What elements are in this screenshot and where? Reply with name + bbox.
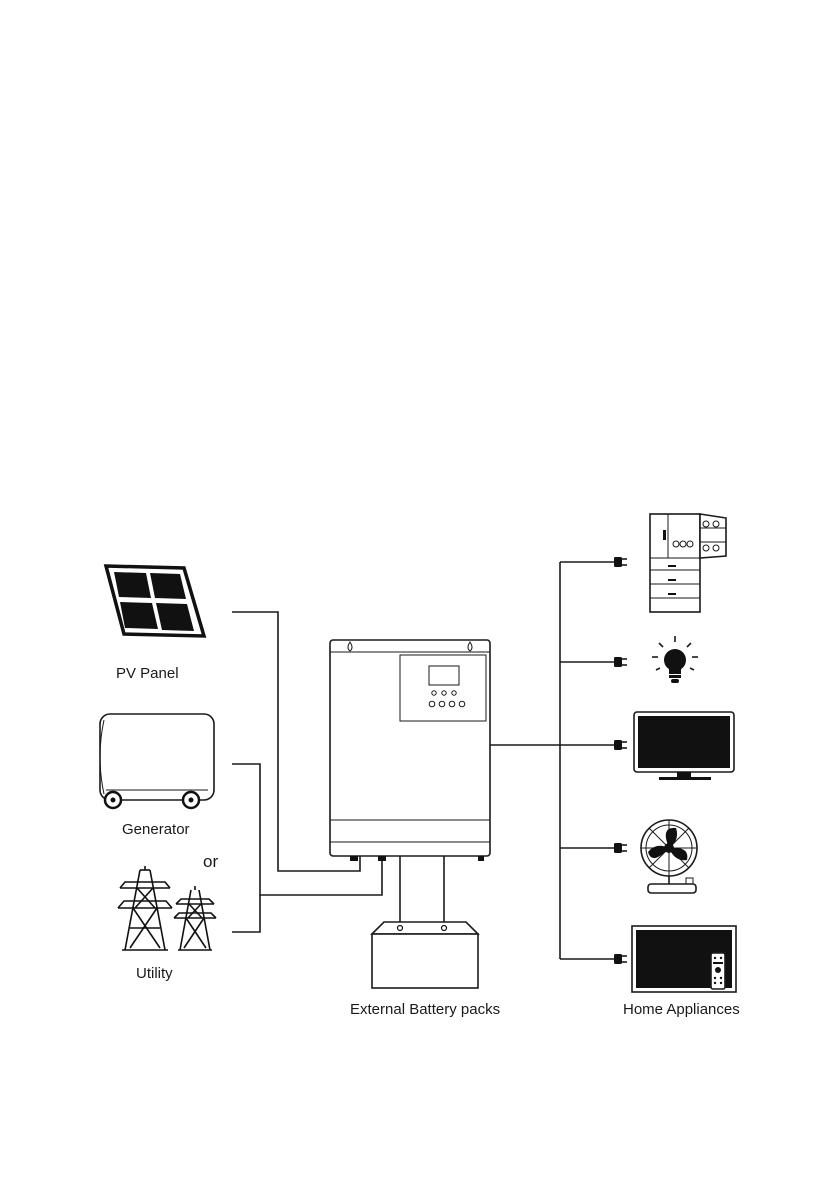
remote-control-icon (711, 953, 725, 989)
utility-to-inverter-line (232, 895, 260, 932)
plug-icon (614, 843, 627, 853)
power-tower-icon (118, 866, 216, 950)
battery-icon (372, 922, 478, 988)
or-label: or (203, 852, 218, 871)
plug-icon (614, 954, 627, 964)
light-bulb-icon (652, 636, 698, 683)
monitor-icon (634, 712, 734, 780)
solar-panel-icon (106, 566, 204, 636)
plug-icon (614, 557, 627, 567)
home-appliances-label: Home Appliances (623, 1001, 740, 1018)
plug-icon (614, 740, 627, 750)
utility-label: Utility (136, 965, 173, 982)
inverter-icon (330, 640, 490, 861)
fan-icon (641, 820, 697, 893)
refrigerator-icon (650, 514, 726, 612)
battery-label: External Battery packs (350, 1001, 500, 1018)
generator-icon (100, 714, 214, 808)
generator-label: Generator (122, 821, 190, 838)
plug-icon (614, 657, 627, 667)
pv-panel-label: PV Panel (116, 665, 179, 682)
